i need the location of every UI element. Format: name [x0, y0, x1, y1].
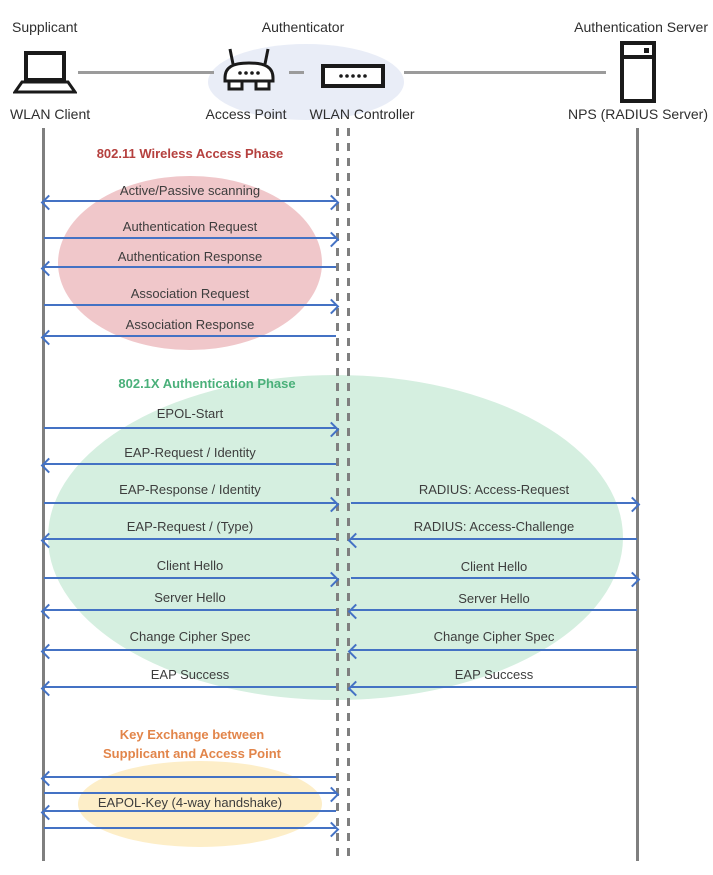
connector-line-right [404, 71, 606, 74]
arrow-change-cipher-spec-right [351, 649, 637, 651]
message-label-eap-success-right: EAP Success [454, 667, 534, 682]
wlan-client-lifeline [42, 128, 45, 861]
message-label-client-hello-left: Client Hello [156, 558, 224, 573]
message-label-epol-start: EPOL-Start [156, 406, 224, 421]
message-label-server-hello-left: Server Hello [154, 590, 226, 605]
arrow-radius-access-request [351, 502, 637, 504]
wireless-access-phase-ellipse [58, 176, 322, 350]
authenticator-role-label: Authenticator [261, 19, 345, 35]
arrow-epol-start [44, 427, 336, 429]
wlan-controller-icon [321, 64, 385, 88]
message-label-server-hello-right: Server Hello [458, 591, 530, 606]
arrow-eap-success-right [351, 686, 637, 688]
arrow-scanning [44, 200, 336, 202]
key-exchange-phase-title-line1: Key Exchange between [119, 727, 265, 742]
laptop-icon [13, 51, 77, 94]
message-label-scanning: Active/Passive scanning [119, 183, 261, 198]
message-label-authentication-request: Authentication Request [122, 219, 258, 234]
key-exchange-phase-title-line2: Supplicant and Access Point [103, 746, 281, 761]
server-icon [620, 41, 656, 103]
message-label-radius-access-request: RADIUS: Access-Request [418, 482, 570, 497]
arrow-eapol-key-2 [44, 792, 336, 794]
arrow-radius-access-challenge [351, 538, 637, 540]
connector-line-middle [289, 71, 304, 74]
message-label-authentication-response: Authentication Response [117, 249, 263, 264]
arrow-eap-request-type [44, 538, 336, 540]
arrow-client-hello-left [44, 577, 336, 579]
message-label-change-cipher-spec-left: Change Cipher Spec [129, 629, 251, 644]
message-label-eap-request-identity: EAP-Request / Identity [124, 445, 256, 460]
arrow-change-cipher-spec-left [44, 649, 336, 651]
authentication-phase-title: 802.1X Authentication Phase [118, 376, 296, 391]
arrow-eapol-key-4 [44, 827, 336, 829]
arrow-association-request [44, 304, 336, 306]
message-label-eapol-key: EAPOL-Key (4-way handshake) [97, 795, 283, 810]
message-label-eap-success-left: EAP Success [150, 667, 230, 682]
arrow-eapol-key-1 [44, 776, 336, 778]
message-label-association-request: Association Request [130, 286, 250, 301]
arrow-server-hello-right [351, 609, 637, 611]
access-point-label: Access Point [205, 106, 287, 122]
radius-server-lifeline [636, 128, 639, 861]
arrow-client-hello-right [351, 577, 637, 579]
authentication-server-role-label: Authentication Server [574, 19, 708, 35]
access-point-icon [223, 48, 275, 91]
access-point-lifeline [336, 128, 339, 861]
wlan-client-label: WLAN Client [10, 106, 91, 122]
message-label-radius-access-challenge: RADIUS: Access-Challenge [413, 519, 575, 534]
wireless-access-phase-title: 802.11 Wireless Access Phase [96, 146, 284, 161]
arrow-server-hello-left [44, 609, 336, 611]
arrow-eap-response-identity [44, 502, 336, 504]
message-label-eap-response-identity: EAP-Response / Identity [119, 482, 261, 497]
wlan-controller-lifeline [347, 128, 350, 861]
message-label-change-cipher-spec-right: Change Cipher Spec [433, 629, 555, 644]
arrow-authentication-request [44, 237, 336, 239]
connector-line-left [78, 71, 214, 74]
nps-radius-server-label: NPS (RADIUS Server) [567, 106, 708, 122]
arrow-eapol-key-3 [44, 810, 336, 812]
arrow-eap-success-left [44, 686, 336, 688]
message-label-client-hello-right: Client Hello [460, 559, 528, 574]
wlan-controller-label: WLAN Controller [309, 106, 415, 122]
supplicant-role-label: Supplicant [12, 19, 78, 35]
message-label-eap-request-type: EAP-Request / (Type) [126, 519, 254, 534]
message-label-association-response: Association Response [125, 317, 255, 332]
arrow-association-response [44, 335, 336, 337]
arrow-eap-request-identity [44, 463, 336, 465]
arrow-authentication-response [44, 266, 336, 268]
